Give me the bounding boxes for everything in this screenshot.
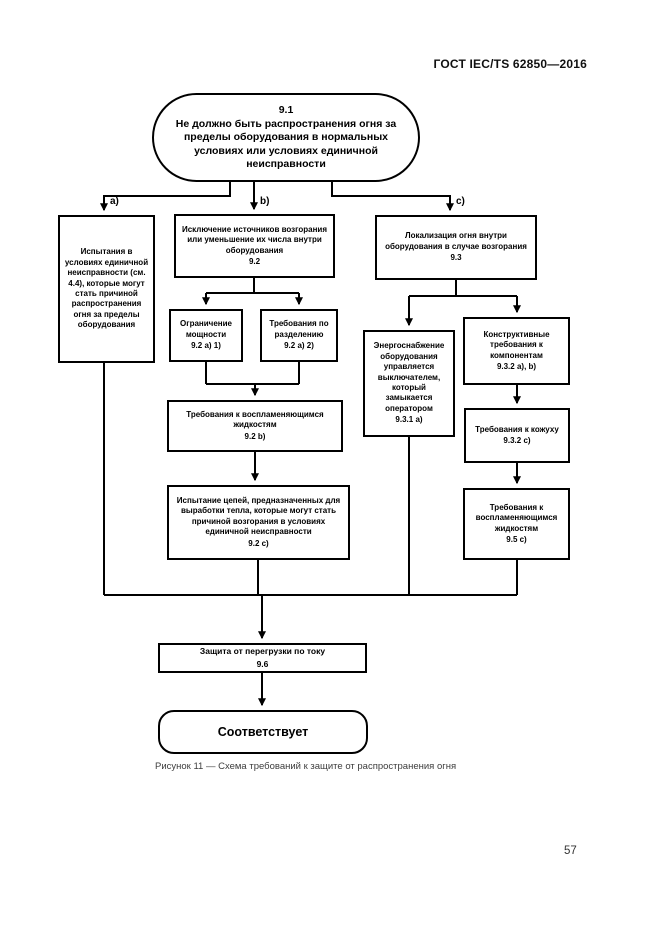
branch-label-a: а) [110, 196, 119, 207]
node-text: Требования к кожуху [475, 424, 559, 434]
node-text: Соответствует [217, 724, 309, 739]
node-text: Энергоснабжение оборудования управляется… [373, 341, 445, 413]
node-text: Требования к воспламеняющимся жидкостям [186, 409, 324, 430]
connector-merge-flammable1 [205, 362, 300, 385]
connector-start-to-a [100, 182, 231, 212]
connector-start-to-c [331, 182, 454, 212]
node-ref: 9.3.2 а), b) [496, 361, 537, 371]
node-separation: Требования по разделению 9.2 а) 2) [260, 309, 338, 362]
node-flammable-liquids-1: Требования к воспламеняющимся жидкостям … [167, 400, 343, 452]
node-enclosure-requirements: Требования к кожуху 9.3.2 с) [464, 408, 570, 463]
node-ref: 9.3.1 а) [395, 415, 423, 425]
node-single-fault-tests: Испытания в условиях единичной неисправн… [58, 215, 155, 363]
node-text: Ограничение мощности [180, 319, 232, 339]
node-text: Испытание цепей, предназначенных для выр… [176, 496, 341, 537]
node-ignition-sources: Исключение источников возгорания или уме… [174, 214, 335, 278]
node-component-requirements: Конструктивные требования к компонентам … [463, 317, 570, 385]
node-fire-containment: Локализация огня внутри оборудования в с… [375, 215, 537, 280]
connector-b-split [206, 278, 299, 294]
connector-c-split [409, 280, 517, 297]
node-text: Исключение источников возгорания или уме… [181, 224, 328, 255]
node-ref: 9.6 [256, 658, 269, 669]
figure-caption: Рисунок 11 — Схема требований к защите о… [155, 761, 457, 772]
branch-label-b: b) [260, 196, 270, 207]
node-ref: 9.5 с) [506, 534, 527, 544]
node-power-limit: Ограничение мощности 9.2 а) 1) [169, 309, 243, 362]
node-overcurrent-protection: Защита от перегрузки по току 9.6 [158, 643, 367, 673]
node-ref: 9.2 с) [248, 538, 269, 548]
node-power-switch: Энергоснабжение оборудования управляется… [363, 330, 455, 437]
node-heat-circuits-test: Испытание цепей, предназначенных для выр… [167, 485, 350, 560]
node-text: Конструктивные требования к компонентам [483, 329, 550, 360]
page-number: 57 [564, 845, 577, 857]
node-text: Требования к воспламеняющимся жидкостям [475, 502, 558, 533]
node-text: Защита от перегрузки по току [199, 646, 326, 657]
node-ref: 9.2 а) 1) [191, 341, 221, 351]
node-ref: 9.2 а) 2) [284, 341, 314, 351]
node-text: Требования по разделению [269, 319, 329, 339]
node-text: Испытания в условиях единичной неисправн… [64, 247, 149, 330]
node-ref: 9.2 [248, 256, 261, 266]
node-flammable-liquids-2: Требования к воспламеняющимся жидкостям … [463, 488, 570, 560]
node-ref: 9.3 [450, 253, 462, 263]
node-ref: 9.2 b) [244, 431, 266, 441]
node-text: Локализация огня внутри оборудования в с… [385, 231, 527, 251]
node-compliant: Соответствует [158, 710, 368, 754]
node-text: Не должно быть распространения огня за п… [175, 117, 397, 171]
branch-label-c: с) [456, 196, 465, 207]
node-start-9-1: 9.1 Не должно быть распространения огня … [152, 93, 420, 182]
node-ref: 9.1 [278, 103, 294, 116]
document-header: ГОСТ IEC/TS 62850—2016 [433, 57, 587, 71]
node-ref: 9.3.2 с) [503, 436, 531, 445]
connector-bottom-bus [103, 363, 518, 596]
